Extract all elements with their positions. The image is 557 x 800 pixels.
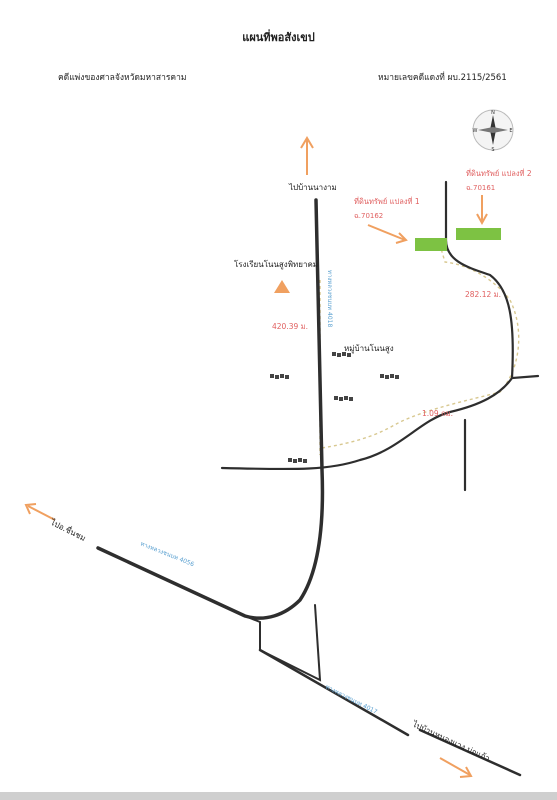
direction-arrows [24,136,488,778]
arrow-southeast [439,757,471,776]
compass-e: E [509,128,512,134]
road-label-diagonal-bottom: ทางหลวงชนบท 4017 [324,684,378,716]
road-east-loop [220,374,540,471]
road-label-diagonal-top: ทางหลวงชนบท 4056 [139,540,195,568]
compass-n: N [491,110,495,116]
map-title: แผนที่พอสังเขป [242,31,315,44]
case-number: หมายเลขคดีแดงที่ ผบ.2115/2561 [378,73,507,83]
compass-rose-icon: N S E W [472,109,514,153]
parcel-2 [456,228,501,240]
houses-west [270,374,289,379]
label-village: หมู่บ้านโนนสูง [344,344,394,353]
house-cluster-icon [270,352,399,463]
arrow-parcel1 [367,224,406,241]
compass-s: S [491,147,494,153]
arrow-parcel2-head [476,213,488,226]
distance-parcel2: 282.12 ม. [465,290,501,299]
bottom-bar [0,792,557,800]
road-parcel2-curve [444,180,514,380]
distance-village-road: 1.09 กม. [422,409,453,418]
parcel-1-title: ที่ดินทรัพย์ แปลงที่ 1 [354,197,420,206]
road-south [258,648,410,737]
parcel-1 [415,238,447,251]
arrow-north-head [300,136,314,149]
arrow-west-head [24,503,37,515]
road-connector [244,604,322,682]
roads [96,180,540,777]
arrow-west [27,505,56,521]
houses-village [332,352,351,357]
label-school: โรงเรียนโนนสูงพิทยาคม [234,260,319,269]
houses-south [288,458,307,463]
label-to-nong-waeng: ไปบ้านหนองแวง บ่อแก้ว [410,719,491,763]
label-to-khon-kaen: ไปอ.ชื่นชม [48,516,88,544]
road-label-vertical: ทางหลวงชนบท 4018 [326,270,333,327]
court-label: คดีแพ่งของศาลจังหวัดมหาสารคาม [58,73,187,83]
arrow-southeast-head [459,766,473,778]
houses-east [380,374,399,379]
parcel-2-title: ที่ดินทรัพย์ แปลงที่ 2 [466,169,532,178]
road-east-south [418,728,522,777]
parcel-2-deed: ฉ.70161 [466,184,496,192]
parcel-1-deed: ฉ.70162 [354,212,384,220]
label-to-ban-na-ngam: ไปบ้านนางาม [289,183,337,192]
arrow-parcel1-head [395,232,408,244]
houses-center [334,396,353,401]
distance-school: 420.39 ม. [272,322,308,331]
road-vertical [96,198,325,620]
school-triangle-icon [274,280,290,293]
compass-w: W [473,128,478,134]
